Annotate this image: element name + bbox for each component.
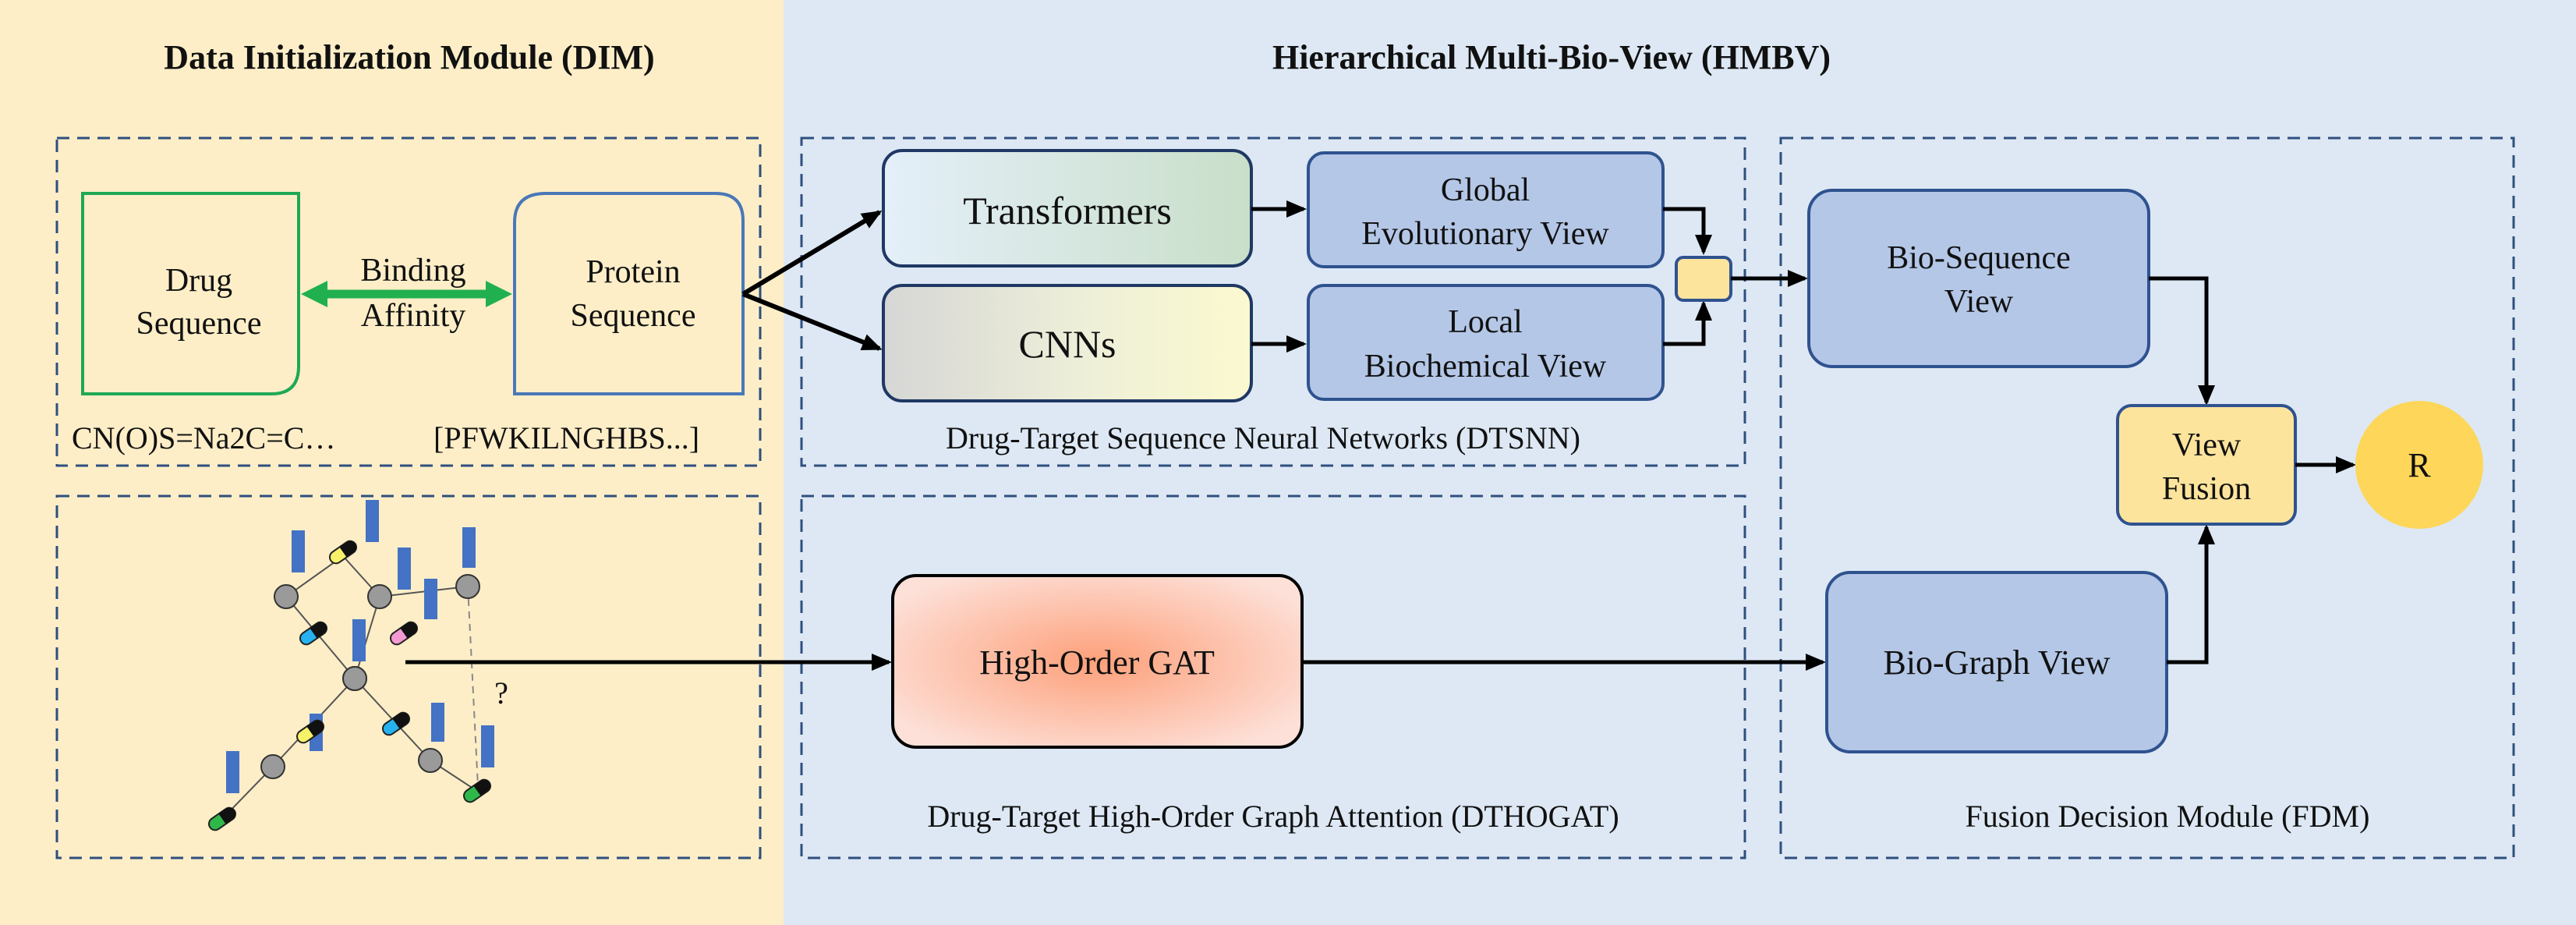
drug-target-graph bbox=[207, 500, 494, 831]
drug-capsule-green-2 bbox=[462, 778, 492, 803]
binding-label-line1: Binding bbox=[360, 253, 465, 289]
unknown-link-mark: ? bbox=[494, 675, 508, 711]
arrow-to-transformers bbox=[741, 210, 883, 296]
protein-bars bbox=[226, 500, 494, 793]
drug-capsule-blue-2 bbox=[381, 711, 411, 736]
local-view-line1: Local bbox=[1448, 304, 1523, 340]
protein-label-line1: Protein bbox=[586, 254, 680, 290]
global-view-line1: Global bbox=[1441, 172, 1530, 208]
protein-sequence-box bbox=[513, 192, 745, 395]
smiles-string: CN(O)S=Na2C=C… bbox=[72, 420, 335, 455]
drug-capsule-yellow-2 bbox=[295, 719, 325, 744]
bio-sequence-view-box bbox=[1807, 189, 2150, 368]
central-node bbox=[342, 666, 367, 691]
drug-label-line2: Sequence bbox=[136, 306, 262, 342]
gat-label: High-Order GAT bbox=[979, 643, 1215, 682]
drug-capsule-pink bbox=[389, 621, 419, 646]
drug-sequence-box bbox=[81, 192, 300, 395]
global-view-line2: Evolutionary View bbox=[1361, 216, 1609, 252]
cnns-label: CNNs bbox=[1018, 322, 1116, 366]
protein-label-line2: Sequence bbox=[571, 298, 696, 334]
fdm-panel bbox=[1779, 136, 2515, 859]
dim-background bbox=[0, 0, 784, 925]
dim-graph-panel bbox=[55, 494, 762, 859]
bioseq-to-fusion-arrow bbox=[2149, 276, 2215, 406]
drug-label-line1: Drug bbox=[165, 263, 232, 299]
dtsnn-caption: Drug-Target Sequence Neural Networks (DT… bbox=[946, 420, 1580, 455]
dtsnn-panel bbox=[800, 136, 1746, 467]
dthogat-panel bbox=[800, 494, 1746, 859]
drug-capsule-yellow-1 bbox=[328, 540, 358, 565]
drug-capsule-blue-1 bbox=[299, 621, 328, 646]
dim-title: Data Initialization Module (DIM) bbox=[164, 38, 654, 76]
binding-arrowhead-left bbox=[301, 281, 327, 307]
local-view-line2: Biochemical View bbox=[1364, 349, 1607, 385]
protein-sequence-string: [PFWKILNGHBS...] bbox=[433, 420, 699, 455]
arrow-to-cnns bbox=[741, 292, 883, 351]
result-circle bbox=[2355, 401, 2483, 529]
bioseq-line1: Bio-Sequence bbox=[1887, 240, 2071, 276]
result-label: R bbox=[2408, 446, 2431, 484]
drug-capsule-green-1 bbox=[207, 806, 237, 831]
transformers-label: Transformers bbox=[963, 189, 1172, 232]
global-to-concat-arrow bbox=[1663, 207, 1712, 255]
fusion-line2: Fusion bbox=[2162, 471, 2251, 507]
bioseq-line2: View bbox=[1944, 284, 2014, 320]
local-to-concat-arrow bbox=[1663, 300, 1712, 346]
hmbv-title: Hierarchical Multi-Bio-View (HMBV) bbox=[1272, 38, 1831, 76]
binding-arrowhead-right bbox=[486, 281, 512, 307]
dthogat-caption: Drug-Target High-Order Graph Attention (… bbox=[927, 799, 1619, 834]
biograph-label: Bio-Graph View bbox=[1883, 643, 2110, 682]
fdm-caption: Fusion Decision Module (FDM) bbox=[1966, 799, 2370, 834]
biograph-to-fusion-arrow bbox=[2167, 524, 2215, 665]
dim-sequence-panel bbox=[55, 136, 762, 467]
concat-node bbox=[1675, 256, 1732, 302]
fusion-line1: View bbox=[2172, 427, 2242, 463]
binding-label-line2: Affinity bbox=[361, 298, 466, 334]
